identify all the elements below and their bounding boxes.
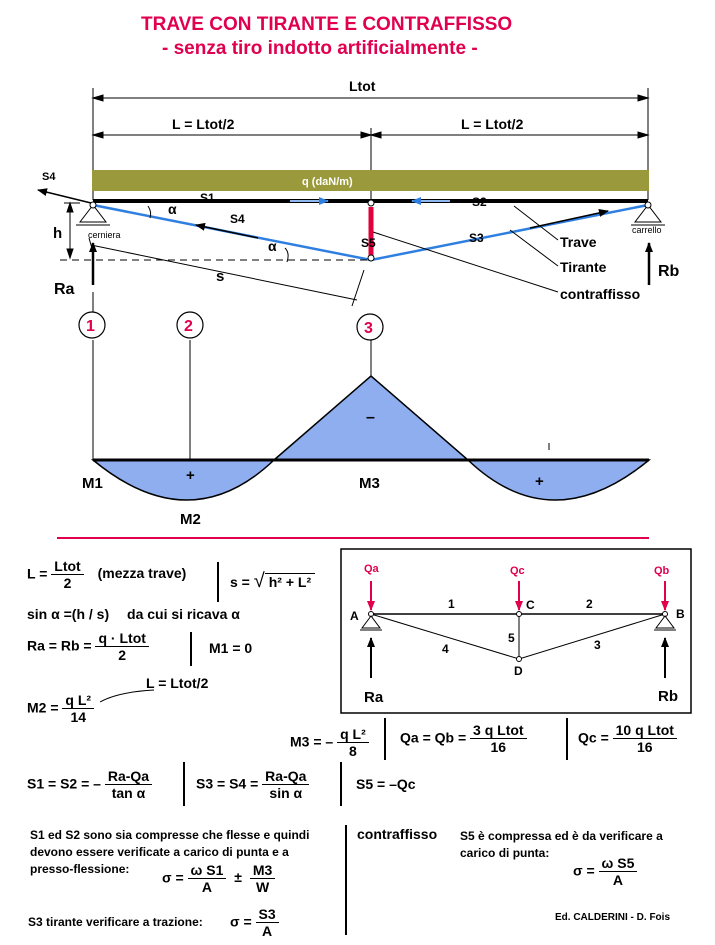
beam-diagram: Ltot L = Ltot/2 L = Ltot/2 q (daN/m) [37,78,680,539]
label-s5: S5 [361,236,376,250]
scheme-node-b: B [676,607,685,621]
scheme-qa: Qa [364,563,380,575]
label-l-right: L = Ltot/2 [461,116,524,132]
label-m1: M1 [82,475,103,492]
note-s1-line1: S1 ed S2 sono sia compresse che flesse e… [30,828,310,842]
label-carrello: carrello [632,225,662,235]
note-s5-line2: carico di punta: [460,846,550,860]
moment-diagram [90,375,652,501]
section-marker-2 [176,311,204,339]
dimension-s [88,237,365,307]
label-minus: – [366,409,375,426]
label-plus-1: + [186,467,195,484]
section-marker-1 [78,311,106,339]
label-rb: Rb [658,263,680,280]
label-alpha-2: α [268,238,277,254]
label-tirante: Tirante [560,259,607,275]
scheme-qb: Qb [654,565,670,577]
label-s4: S4 [230,212,245,226]
label-load: q (daN/m) [302,176,353,188]
formula-s5: S5 = –Qc [356,776,416,792]
scheme-node-a: A [350,609,359,623]
section-2-label: 2 [184,318,193,335]
label-m2: M2 [180,511,201,528]
scheme-ra: Ra [364,689,384,706]
label-s4-out: S4 [42,171,56,183]
label-h: h [53,225,62,242]
scheme-rb: Rb [658,688,678,705]
label-alpha-1: α [168,201,177,217]
section-3-label: 3 [364,320,373,337]
roller-support [631,201,665,226]
hinge-support [76,201,110,226]
note-contraffisso: contraffisso [357,826,438,842]
section-1-label: 1 [86,318,95,335]
distributed-load-band [92,170,649,191]
label-s: s [216,268,224,285]
credit: Ed. CALDERINI - D. Fois [555,912,670,923]
label-l-left: L = Ltot/2 [172,116,235,132]
note-s5-line1: S5 è compressa ed è da verificare a [460,829,663,843]
label-s2: S2 [472,195,487,209]
dimension-h [64,201,80,260]
label-m3: M3 [359,475,380,492]
scheme-node-c: C [526,598,535,612]
title-line2: - senza tiro indotto artificialmente - [162,38,478,59]
label-ltot: Ltot [349,78,376,94]
formula-sin: sin α =(h / s) da cui si ricava α [27,606,240,622]
label-trave: Trave [560,234,597,250]
scheme-node-d: D [514,664,523,678]
formula-m1: M1 = 0 [209,640,253,656]
label-s1: S1 [200,191,215,205]
label-plus-2: + [535,473,544,490]
label-contraffisso: contraffisso [560,286,640,302]
scheme-qc: Qc [510,565,525,577]
section-marker-3 [356,313,384,341]
note-s1-line3: presso-flessione: [30,862,130,876]
label-cerniera: cerniera [88,230,121,240]
note-s3: S3 tirante verificare a trazione: [28,915,203,929]
formula-l-recall: L = Ltot/2 [146,675,209,691]
label-s3: S3 [469,231,484,245]
scheme-member-2: 2 [586,597,593,611]
formula-s: s = √h² + L² [230,570,316,593]
title-line1: TRAVE CON TIRANTE E CONTRAFFISSO [141,14,513,35]
scheme-member-1: 1 [448,597,455,611]
scheme-member-4: 4 [442,642,449,656]
scheme-member-3: 3 [594,638,601,652]
label-ra: Ra [54,281,75,298]
scheme-member-5: 5 [508,631,515,645]
structural-scheme: Qa Qc Qb A B C D 1 2 3 4 5 Ra Rb [340,548,692,714]
note-s1-line2: devono essere verificate a carico di pun… [30,845,289,859]
